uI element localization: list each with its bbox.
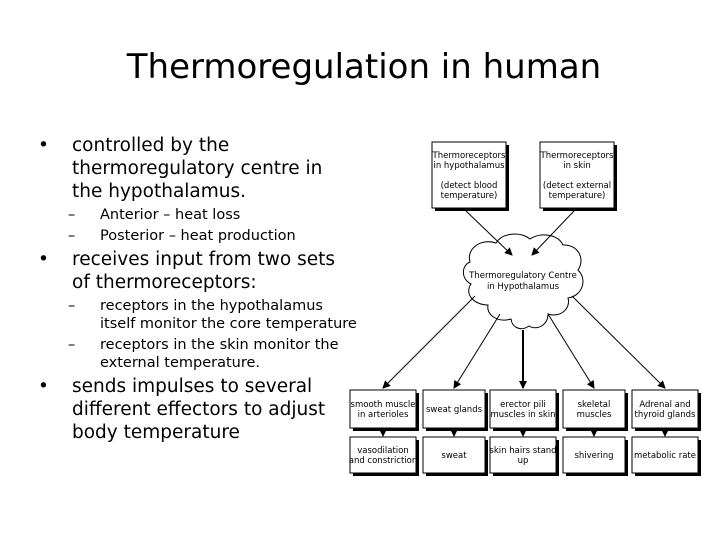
response-box-label: skin hairs stand [489, 446, 556, 456]
bullet-dot-icon: • [38, 376, 49, 397]
effector-box [349, 389, 417, 429]
arrow-centre-to-effector [571, 295, 666, 389]
sub-bullet-item: – receptors in the skin monitor the exter… [68, 336, 358, 372]
sub-bullet-item: – Anterior – heat loss [68, 206, 358, 224]
response-box-label: vasodilation [357, 446, 408, 456]
effector-box [489, 389, 557, 429]
slide-title: Thermoregulation in human [126, 47, 602, 87]
receptor-skin-box-label: Thermoreceptors [540, 151, 614, 161]
receptor-skin-box [539, 141, 615, 209]
sub-bullet-item: – Posterior – heat production [68, 227, 358, 245]
bullet-text: sends impulses to several different effe… [72, 376, 326, 443]
receptor-hypothalamus-box-label: (detect blood [441, 181, 498, 191]
bullet-text: controlled by the thermoregulatory centr… [72, 135, 323, 202]
centre-label: Thermoregulatory Centre [468, 271, 577, 281]
effector-box-label: Adrenal and [639, 400, 690, 410]
sub-bullet-item: – receptors in the hypothalamus itself mo… [68, 297, 358, 333]
centre-label: in Hypothalamus [487, 282, 560, 292]
effector-box [422, 389, 486, 429]
effector-box-label: thyroid glands [635, 410, 696, 420]
receptor-hypothalamus-box [431, 141, 507, 209]
response-box [489, 436, 557, 474]
receptor-skin-box-label: temperature) [549, 191, 606, 201]
bullet-item: • receives input from two sets of thermor… [38, 248, 358, 294]
sub-bullet-text: Posterior – heat production [100, 228, 296, 244]
effector-box-label: erector pili [500, 400, 546, 410]
thermoregulatory-centre-cloud [462, 233, 584, 330]
dash-icon: – [68, 337, 76, 353]
effector-box-label: muscles in skin [490, 410, 555, 420]
receptor-hypothalamus-box-label: Thermoreceptors [432, 151, 506, 161]
response-box-label: metabolic rate [634, 451, 696, 461]
bullet-dot-icon: • [38, 135, 49, 156]
bullet-item: • controlled by the thermoregulatory cent… [38, 134, 358, 203]
arrow-skin-to-centre [531, 210, 575, 256]
response-box [631, 436, 699, 474]
receptor-hypothalamus-box-label: in hypothalamus [433, 161, 505, 171]
sub-bullet-text: Anterior – heat loss [100, 207, 241, 223]
response-box-label: shivering [574, 451, 613, 461]
response-box-label: sweat [441, 451, 467, 461]
arrow-centre-to-effector [547, 313, 595, 389]
receptor-skin-box-label: in skin [563, 161, 591, 171]
dash-icon: – [68, 298, 76, 314]
effector-box-label: skeletal [578, 400, 611, 410]
effector-box [562, 389, 626, 429]
effector-box-label: smooth muscle [351, 400, 416, 410]
receptor-hypothalamus-box-label: temperature) [441, 191, 498, 201]
sub-bullet-text: receptors in the hypothalamus itself mon… [100, 298, 357, 332]
bullet-item: • sends impulses to several different eff… [38, 375, 358, 444]
arrow-centre-to-effector [453, 313, 501, 389]
receptor-skin-box-label: (detect external [543, 181, 611, 191]
response-box-label: and constriction [349, 456, 418, 466]
effector-box-label: sweat glands [426, 405, 483, 415]
effector-box [631, 389, 699, 429]
arrow-hypo-to-centre [465, 210, 513, 256]
sub-bullet-text: receptors in the skin monitor the extern… [100, 337, 339, 371]
dash-icon: – [68, 207, 76, 223]
bullet-list: • controlled by the thermoregulatory cent… [38, 134, 358, 444]
arrow-centre-to-effector [382, 295, 476, 389]
effector-box-label: muscles [577, 410, 612, 420]
bullet-dot-icon: • [38, 249, 49, 270]
response-box [349, 436, 417, 474]
response-box [562, 436, 626, 474]
response-box [422, 436, 486, 474]
response-box-label: up [518, 456, 529, 466]
dash-icon: – [68, 228, 76, 244]
bullet-text: receives input from two sets of thermore… [72, 249, 336, 293]
effector-box-label: in arterioles [358, 410, 409, 420]
